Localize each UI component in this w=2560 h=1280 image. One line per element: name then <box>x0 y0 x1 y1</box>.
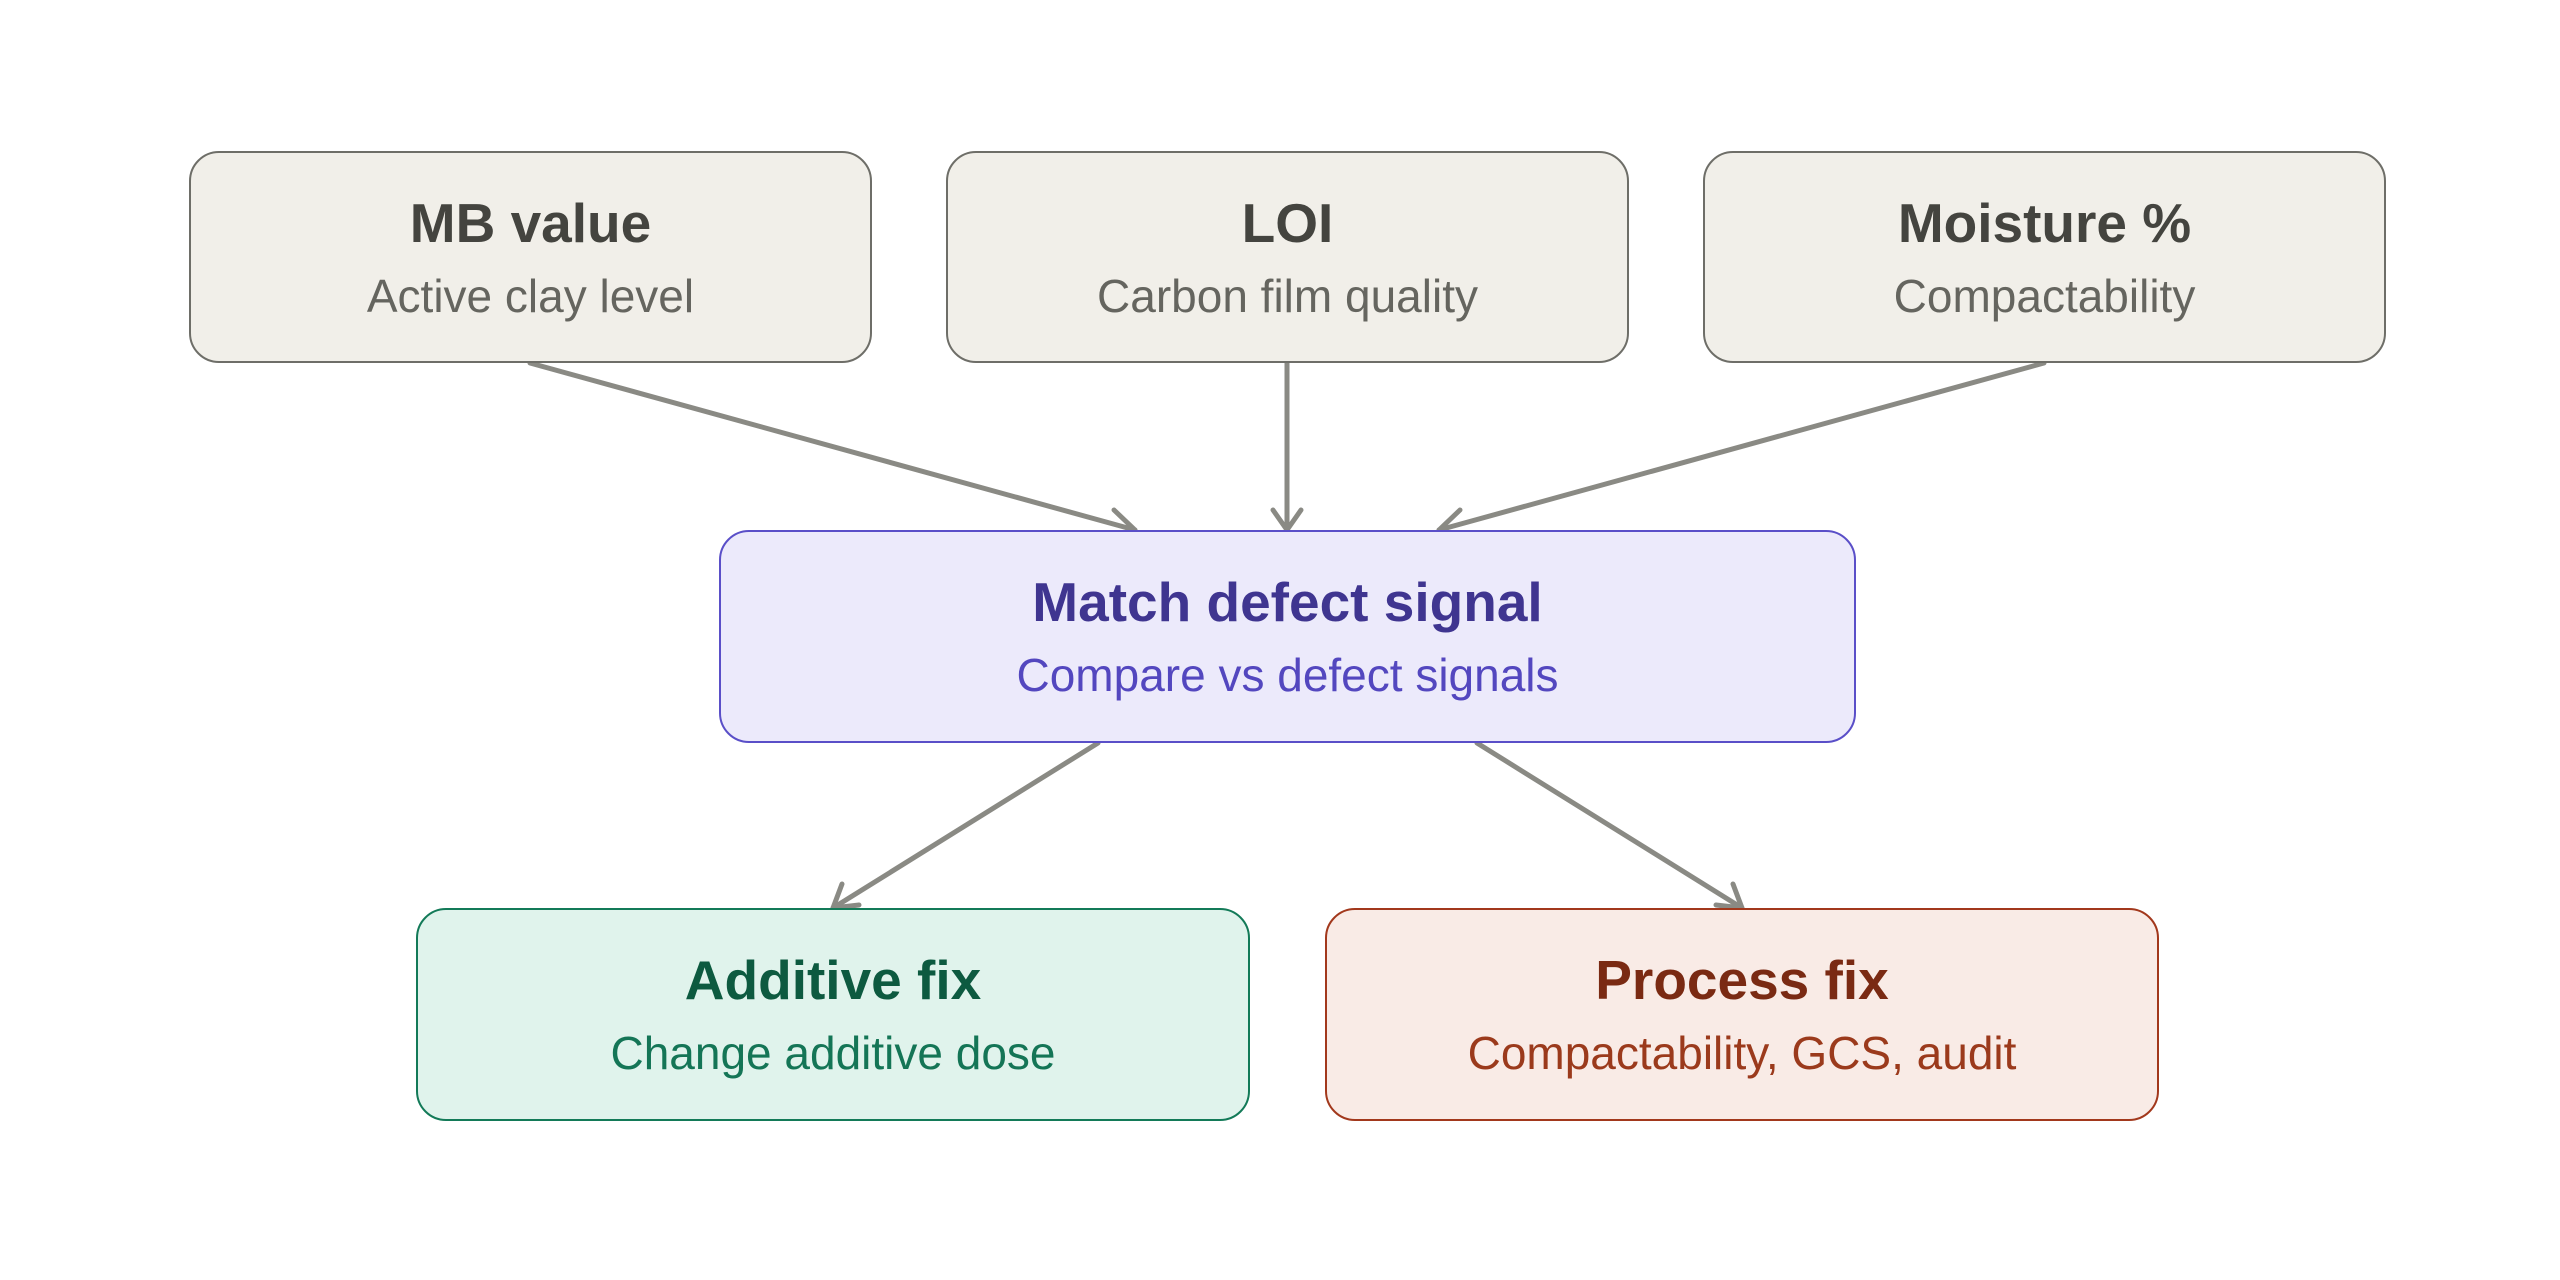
arrow-loi-to-match <box>1270 360 1304 533</box>
node-subtitle: Compactability <box>1893 269 2196 322</box>
arrow-match-to-process <box>1474 740 1745 911</box>
node-match-defect-signal: Match defect signal Compare vs defect si… <box>719 530 1856 743</box>
node-process-fix: Process fix Compactability, GCS, audit <box>1325 908 2159 1121</box>
node-subtitle: Change additive dose <box>610 1027 1056 1079</box>
node-title: Additive fix <box>684 949 982 1011</box>
node-loi: LOI Carbon film quality <box>946 151 1629 363</box>
node-subtitle: Compactability, GCS, audit <box>1467 1027 2017 1079</box>
node-title: MB value <box>409 191 652 254</box>
node-subtitle: Active clay level <box>366 269 695 322</box>
node-title: LOI <box>1241 191 1334 254</box>
node-title: Process fix <box>1595 949 1889 1011</box>
arrow-match-to-additive <box>830 740 1101 911</box>
node-title: Moisture % <box>1897 191 2192 254</box>
arrow-moisture-to-match <box>1436 360 2047 540</box>
node-subtitle: Carbon film quality <box>1097 269 1478 322</box>
node-moisture: Moisture % Compactability <box>1703 151 2386 363</box>
node-additive-fix: Additive fix Change additive dose <box>416 908 1250 1121</box>
node-title: Match defect signal <box>1032 571 1543 633</box>
arrow-mb-to-match <box>527 360 1138 540</box>
node-subtitle: Compare vs defect signals <box>1016 649 1559 701</box>
node-mb-value: MB value Active clay level <box>189 151 872 363</box>
